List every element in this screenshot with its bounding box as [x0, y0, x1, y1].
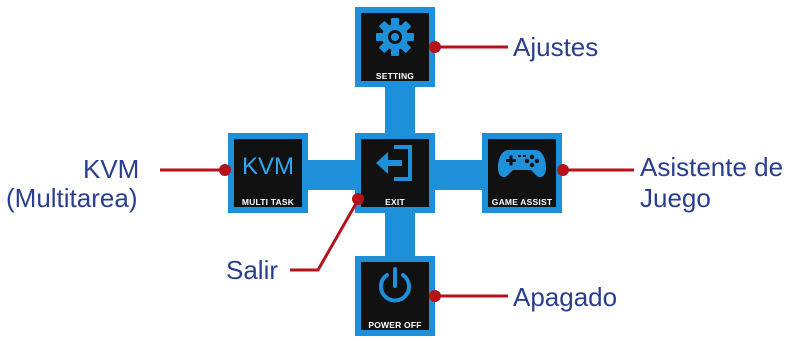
kvm-caption: MULTI TASK: [241, 197, 295, 207]
gear-icon: [355, 15, 435, 59]
callout-kvm: KVM: [83, 154, 140, 184]
kvm-tile[interactable]: KVM MULTI TASK: [228, 133, 308, 213]
salir-leader: [290, 199, 360, 272]
gamepad-icon: [482, 141, 562, 185]
apagado-dot: [429, 290, 441, 302]
salir-dot: [352, 193, 364, 205]
callout-salir: Salir: [226, 255, 279, 285]
asistente-dot: [557, 164, 569, 176]
callout-juego: Juego: [640, 183, 711, 213]
power-off-caption: POWER OFF: [368, 320, 422, 330]
game-assist-tile[interactable]: GAME ASSIST: [482, 133, 562, 213]
callout-apagado: Apagado: [513, 282, 618, 312]
kvm-dot: [219, 164, 231, 176]
exit-tile[interactable]: EXIT: [355, 133, 435, 213]
ajustes-dot: [429, 41, 441, 53]
setting-caption: SETTING: [375, 71, 415, 81]
setting-tile[interactable]: SETTING: [355, 7, 435, 87]
power-icon: [355, 264, 435, 308]
power-off-tile[interactable]: POWER OFF: [355, 256, 435, 336]
callout-multitarea: (Multitarea): [6, 183, 138, 213]
callout-asistente: Asistente de: [640, 152, 784, 182]
exit-icon: [355, 141, 435, 185]
kvm-label: KVM: [241, 153, 294, 180]
exit-caption: EXIT: [385, 197, 405, 207]
game-assist-caption: GAME ASSIST: [491, 197, 553, 207]
callout-ajustes: Ajustes: [513, 32, 599, 62]
